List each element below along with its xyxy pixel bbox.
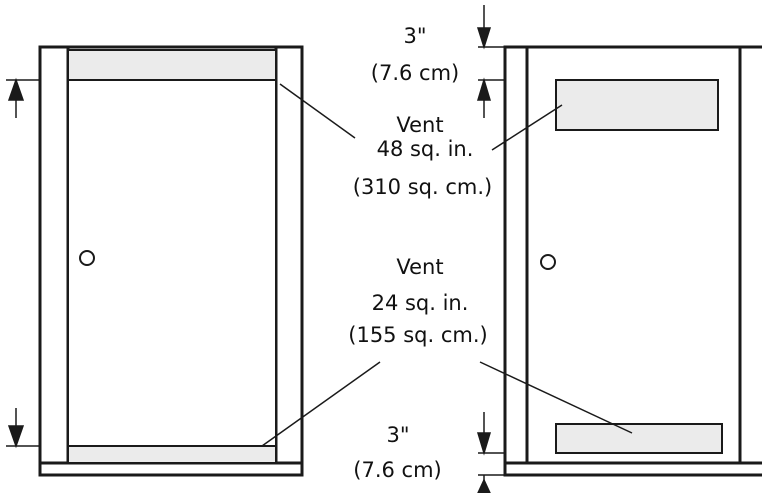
right-closet (503, 45, 762, 477)
right-dimension-arrows (476, 5, 505, 493)
upper-vent-area-cm: (310 sq. cm.) (352, 175, 493, 199)
door-knob-icon (540, 254, 556, 270)
dimension-arrow-icon (7, 425, 25, 449)
leader-lines (261, 83, 633, 447)
bottom-clearance-cm: (7.6 cm) (353, 458, 442, 482)
left-closet (38, 45, 304, 477)
leader-lower-right (479, 361, 633, 434)
left-top-vent (67, 49, 277, 81)
lower-vent-area-cm: (155 sq. cm.) (348, 323, 488, 347)
dimension-arrow-icon (476, 77, 492, 101)
upper-vent-title: Vent (396, 113, 444, 137)
bottom-clearance-inches: 3" (386, 423, 410, 447)
door-knob-icon (79, 250, 95, 266)
dimension-arrow-icon (7, 77, 25, 101)
upper-vent-area-in: 48 sq. in. (376, 137, 474, 161)
top-clearance-inches: 3" (403, 24, 427, 48)
right-lower-vent (555, 423, 723, 454)
left-bottom-vent (67, 445, 277, 464)
dimension-arrow-icon (476, 27, 492, 50)
dimension-arrow-icon (477, 478, 491, 493)
left-dimension-arrows (6, 77, 40, 449)
leader-lower-left (261, 361, 381, 447)
dimension-arrow-icon (476, 432, 492, 456)
left-door (67, 79, 277, 447)
top-clearance-cm: (7.6 cm) (370, 61, 460, 85)
leader-upper-right (491, 104, 563, 151)
lower-vent-area-in: 24 sq. in. (371, 291, 469, 315)
lower-vent-title: Vent (396, 255, 444, 279)
right-upper-vent (555, 79, 719, 131)
leader-upper-left (279, 83, 356, 139)
